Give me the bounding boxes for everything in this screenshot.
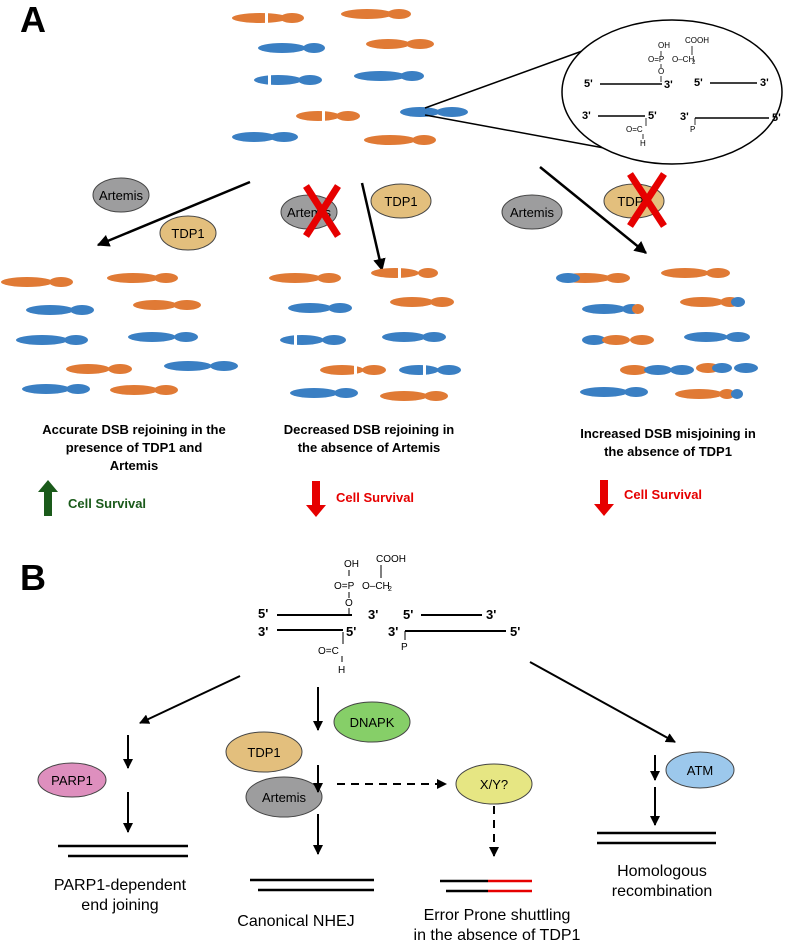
- chromosome: [354, 71, 424, 81]
- parp1-label: PARP1: [51, 773, 93, 788]
- chromosome: [341, 9, 411, 19]
- outcome-text: Increased DSB misjoining in: [580, 426, 756, 441]
- struct-p: P: [401, 642, 408, 653]
- outcome-text: Artemis: [110, 458, 158, 473]
- cell-survival-label: Cell Survival: [336, 490, 414, 505]
- outcome-text: the absence of Artemis: [298, 440, 441, 455]
- struct-oh: OH: [344, 559, 359, 570]
- inset-5prime: 5': [584, 78, 593, 90]
- struct-5prime: 5': [346, 624, 356, 639]
- struct-h: H: [338, 665, 345, 676]
- tdp1-label: TDP1: [384, 194, 417, 209]
- dsb-ends-structure: OH COOH O=P O–CH 2 O 5' 3' 3' 5' O=C H 5…: [258, 554, 520, 676]
- artemis-label: Artemis: [99, 188, 144, 203]
- inset-5prime: 5': [694, 77, 703, 89]
- tdp1-label: TDP1: [171, 226, 204, 241]
- atm-label: ATM: [687, 763, 713, 778]
- artemis-label: Artemis: [262, 790, 307, 805]
- xy-label: X/Y?: [480, 777, 508, 792]
- outcome-text: presence of TDP1 and: [66, 440, 203, 455]
- inset-o-ch: O–CH: [672, 55, 694, 64]
- pathway-parp1-label: end joining: [81, 897, 158, 914]
- inset-3prime: 3': [664, 79, 673, 91]
- inset-oh: OH: [658, 41, 670, 50]
- struct-3prime: 3': [258, 624, 268, 639]
- outcome-decreased: Decreased DSB rejoining in the absence o…: [284, 422, 455, 455]
- struct-o: O: [345, 598, 353, 609]
- chromosome: [232, 132, 298, 142]
- tdp1-protein: TDP1: [370, 183, 432, 219]
- red-x-icon: [627, 172, 667, 228]
- inset-p: P: [690, 125, 695, 134]
- struct-3prime: 3': [368, 607, 378, 622]
- chromosome: [254, 75, 322, 85]
- parp1-protein: PARP1: [37, 762, 107, 798]
- struct-cooh: COOH: [376, 554, 406, 565]
- struct-5prime: 5': [258, 606, 268, 621]
- chromosome: [232, 13, 304, 23]
- chromosomes-accurate: [1, 273, 238, 395]
- chromosome: [400, 107, 468, 117]
- inset-5prime: 5': [648, 110, 657, 122]
- struct-5prime: 5': [403, 607, 413, 622]
- struct-o-ch: O–CH: [362, 581, 390, 592]
- pathway-error-label: Error Prone shuttling: [424, 907, 571, 924]
- red-x-icon: [303, 184, 341, 238]
- artemis-protein: Artemis: [501, 194, 563, 230]
- survival-down-arrow-icon: [594, 480, 614, 516]
- outcome-text: Accurate DSB rejoining in the: [42, 422, 225, 437]
- inset-cooh: COOH: [685, 36, 709, 45]
- pathway-parp1-label: PARP1-dependent: [54, 877, 187, 894]
- outcome-accurate: Accurate DSB rejoining in the presence o…: [42, 422, 225, 473]
- xy-protein: X/Y?: [455, 763, 533, 805]
- tdp1-label: TDP1: [247, 745, 280, 760]
- inset-3prime: 3': [582, 110, 591, 122]
- struct-5prime: 5': [510, 624, 520, 639]
- dsb-ends-inset: OH COOH O=P O–CH 2 O 5' 3' 5' 3' 3' 5' O…: [561, 19, 783, 165]
- artemis-label: Artemis: [510, 205, 555, 220]
- pathway-error-label: in the absence of TDP1: [414, 927, 581, 944]
- survival-down-arrow-icon: [306, 481, 326, 517]
- artemis-protein: Artemis: [245, 776, 323, 818]
- chromosomes-no-tdp1: [556, 268, 758, 399]
- inset-cho: O=C: [626, 125, 643, 134]
- pathway-hr-label: recombination: [612, 883, 713, 900]
- chromosome: [258, 43, 325, 53]
- cell-survival-label: Cell Survival: [68, 496, 146, 511]
- struct-cho: O=C: [318, 646, 339, 657]
- dnapk-label: DNAPK: [350, 715, 395, 730]
- panel-a-label: A: [20, 0, 46, 40]
- pathway-nhej-label: Canonical NHEJ: [237, 913, 354, 930]
- tdp1-protein: TDP1: [225, 731, 303, 773]
- inset-o-eq-p: O=P: [648, 55, 664, 64]
- atm-protein: ATM: [665, 751, 735, 789]
- struct-sub2: 2: [388, 586, 392, 593]
- inset-sub2: 2: [692, 60, 696, 66]
- inset-o: O: [658, 67, 664, 76]
- struct-o-eq-p: O=P: [334, 581, 355, 592]
- chromosomes-top: [232, 9, 468, 145]
- inset-5prime: 5': [772, 112, 781, 124]
- tdp1-protein: TDP1: [159, 215, 217, 251]
- panel-b-label: B: [20, 557, 46, 598]
- outcome-text: the absence of TDP1: [604, 444, 732, 459]
- chromosome: [364, 135, 436, 145]
- pathway-hr-label: Homologous: [617, 863, 707, 880]
- chromosome: [296, 111, 360, 121]
- chromosome: [366, 39, 434, 49]
- struct-3prime: 3': [388, 624, 398, 639]
- outcome-increased: Increased DSB misjoining in the absence …: [580, 426, 756, 459]
- struct-3prime: 3': [486, 607, 496, 622]
- inset-3prime: 3': [680, 111, 689, 123]
- artemis-protein: Artemis: [92, 177, 150, 213]
- dnapk-protein: DNAPK: [333, 701, 411, 743]
- inset-3prime: 3': [760, 77, 769, 89]
- outcome-text: Decreased DSB rejoining in: [284, 422, 455, 437]
- survival-up-arrow-icon: [38, 480, 58, 516]
- inset-h: H: [640, 139, 646, 148]
- cell-survival-label: Cell Survival: [624, 487, 702, 502]
- chromosomes-no-artemis: [269, 268, 461, 401]
